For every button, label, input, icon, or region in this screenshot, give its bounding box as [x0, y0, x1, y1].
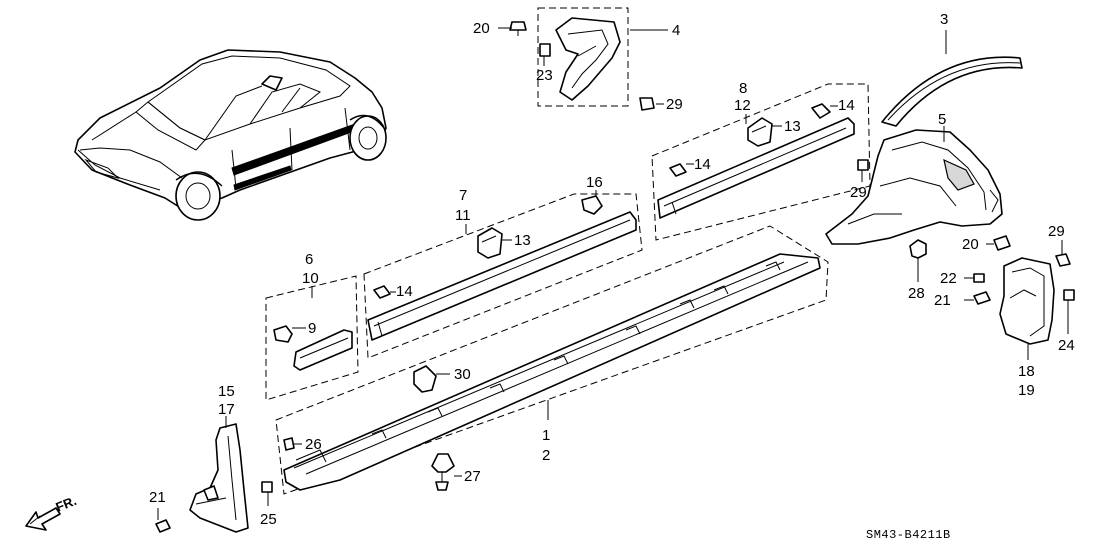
leader-lines	[157, 27, 1069, 520]
part-1-2-side-sill	[275, 225, 829, 495]
part-labels: 20 4 23 29 3 5 8 12 13 14 14 29 16 7 11 …	[149, 11, 1075, 528]
label-26: 26	[305, 436, 322, 453]
label-24: 24	[1058, 337, 1075, 354]
label-23: 23	[536, 67, 553, 84]
label-2: 2	[542, 447, 550, 464]
label-16: 16	[586, 174, 603, 191]
label-8: 8	[739, 80, 747, 97]
label-13-mid: 13	[514, 232, 531, 249]
front-direction-arrow: FR.	[25, 493, 79, 531]
label-20-right: 20	[962, 236, 979, 253]
part-18-19-mudguard	[909, 235, 1075, 345]
fr-label: FR.	[54, 493, 79, 515]
label-27: 27	[464, 468, 481, 485]
part-4-group	[509, 7, 655, 111]
label-30: 30	[454, 366, 471, 383]
part-7-11-group	[363, 193, 643, 359]
label-4: 4	[672, 22, 680, 39]
label-21-bottom: 21	[149, 489, 166, 506]
label-14-left: 14	[396, 283, 413, 300]
label-15: 15	[218, 383, 235, 400]
label-20-top: 20	[473, 20, 490, 37]
label-1: 1	[542, 427, 550, 444]
part-3-arch-molding	[881, 56, 1023, 127]
diagram-code: SM43-B4211B	[866, 528, 951, 542]
label-22: 22	[940, 270, 957, 287]
label-14-mid-right: 14	[694, 156, 711, 173]
label-21-right: 21	[934, 292, 951, 309]
label-14-top-right: 14	[838, 97, 855, 114]
label-18: 18	[1018, 363, 1035, 380]
label-17: 17	[218, 401, 235, 418]
part-5-splash-shield	[825, 129, 1003, 245]
label-3: 3	[940, 11, 948, 28]
label-13-right: 13	[784, 118, 801, 135]
label-6: 6	[305, 251, 313, 268]
part-8-12-group	[651, 83, 871, 241]
label-29-mid: 29	[850, 184, 867, 201]
label-25: 25	[260, 511, 277, 528]
label-29-right: 29	[1048, 223, 1065, 240]
label-5: 5	[938, 111, 946, 128]
label-10: 10	[302, 270, 319, 287]
label-9: 9	[308, 320, 316, 337]
label-19: 19	[1018, 382, 1035, 399]
label-11: 11	[455, 207, 471, 224]
car-illustration	[74, 49, 387, 221]
label-29-top: 29	[666, 96, 683, 113]
label-12: 12	[734, 97, 751, 114]
part-15-17-mudguard	[155, 423, 273, 533]
label-7: 7	[459, 187, 467, 204]
label-28: 28	[908, 285, 925, 302]
part-6-10-group	[265, 275, 359, 401]
